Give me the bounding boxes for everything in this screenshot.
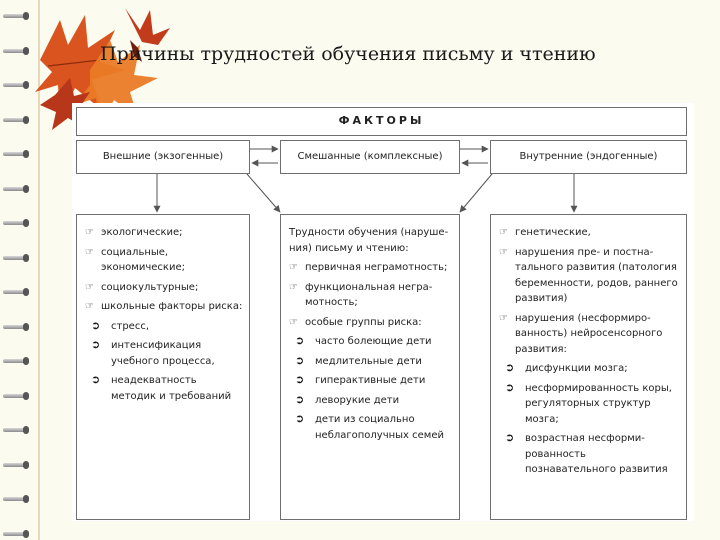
hand-pointer-icon: ☞	[499, 227, 508, 238]
arrow-external-diag	[246, 173, 281, 213]
hand-pointer-icon: ☞	[85, 301, 94, 312]
column-internal: ☞генетические, ☞нарушения пре- и постна-…	[490, 214, 687, 520]
hand-pointer-icon: ☞	[85, 227, 94, 238]
hand-pointer-icon: ☞	[499, 312, 508, 324]
list-item: ☞генетические,	[499, 225, 680, 241]
binding-ring	[3, 250, 29, 266]
binding-ring	[3, 8, 29, 24]
list-item: ☞функциональная негра-мотность;	[289, 281, 433, 309]
column-intro: Трудности обучения (наруше-ния) письму и…	[289, 227, 449, 254]
sub-item: ➲часто болеющие дети	[295, 334, 432, 347]
arrow-bullet-icon: ➲	[295, 412, 305, 425]
arrow-bullet-icon: ➲	[295, 373, 305, 386]
sub-item: ➲гиперактивные дети	[295, 373, 426, 386]
binding-ring	[3, 388, 29, 404]
factors-diagram: ФАКТОРЫ Внешние (экзогенные) Смешанные (…	[72, 103, 694, 521]
list-item: ☞школьные факторы риска:	[85, 299, 243, 315]
category-internal: Внутренние (эндогенные)	[490, 140, 687, 174]
binding-ring	[3, 215, 29, 231]
list-item: ☞нарушения (несформиро-ванность) нейросе…	[499, 312, 663, 355]
binding-ring	[3, 491, 29, 507]
arrow-bullet-icon: ➲	[91, 318, 101, 332]
binding-ring	[3, 353, 29, 369]
binding-ring	[3, 284, 29, 300]
hand-pointer-icon: ☞	[289, 316, 298, 328]
hand-pointer-icon: ☞	[85, 246, 94, 258]
column-external: ☞экологические; ☞социальные, экономическ…	[76, 214, 250, 520]
sub-item: ➲леворукие дети	[295, 392, 400, 406]
sub-item: ➲стресс,	[91, 318, 149, 332]
binding-ring	[3, 319, 29, 335]
spiral-binding	[0, 0, 40, 540]
arrow-bullet-icon: ➲	[505, 361, 515, 374]
sub-item: ➲несформированность коры, регуляторных с…	[505, 380, 672, 425]
list-item: ☞первичная неграмотность;	[289, 260, 453, 276]
arrow-bullet-icon: ➲	[295, 392, 305, 406]
arrow-internal-diag	[459, 173, 493, 213]
arrow-bullet-icon: ➲	[91, 373, 101, 386]
margin-line	[38, 0, 40, 540]
sub-item: ➲дисфункции мозга;	[505, 361, 628, 374]
binding-ring	[3, 43, 29, 59]
binding-ring	[3, 457, 29, 473]
arrow-bullet-icon: ➲	[505, 380, 515, 394]
sub-item: ➲медлительные дети	[295, 353, 422, 367]
binding-ring	[3, 112, 29, 128]
arrow-bullet-icon: ➲	[295, 334, 305, 347]
sub-item: ➲неадекватность методик и требований	[91, 373, 232, 402]
hand-pointer-icon: ☞	[289, 281, 298, 293]
list-item: ☞социокультурные;	[85, 280, 243, 296]
binding-ring	[3, 146, 29, 162]
arrow-bullet-icon: ➲	[295, 353, 305, 367]
binding-ring	[3, 526, 29, 540]
list-item: ☞особые группы риска:	[289, 315, 453, 331]
category-mixed: Смешанные (комплексные)	[280, 140, 460, 174]
hand-pointer-icon: ☞	[85, 281, 94, 293]
category-external: Внешние (экзогенные)	[76, 140, 250, 174]
binding-ring	[3, 77, 29, 93]
binding-ring	[3, 181, 29, 197]
sub-item: ➲интенсификация учебного процесса,	[91, 338, 215, 367]
arrow-bullet-icon: ➲	[91, 338, 101, 351]
list-item: ☞нарушения пре- и постна-тального развит…	[499, 246, 678, 305]
sub-item: ➲возрастная несформи-рованность познават…	[505, 431, 668, 475]
arrow-bullet-icon: ➲	[505, 431, 515, 444]
factors-header: ФАКТОРЫ	[76, 107, 687, 136]
page-title: Причины трудностей обучения письму и чте…	[100, 43, 596, 65]
sub-item: ➲дети из социально неблагополучных семей	[295, 412, 444, 441]
hand-pointer-icon: ☞	[499, 246, 508, 258]
hand-pointer-icon: ☞	[289, 262, 298, 273]
list-item: ☞экологические;	[85, 225, 243, 241]
connector-arrows	[153, 145, 578, 213]
binding-ring	[3, 422, 29, 438]
column-mixed: Трудности обучения (наруше-ния) письму и…	[280, 214, 460, 520]
list-item: ☞социальные, экономические;	[85, 246, 185, 274]
